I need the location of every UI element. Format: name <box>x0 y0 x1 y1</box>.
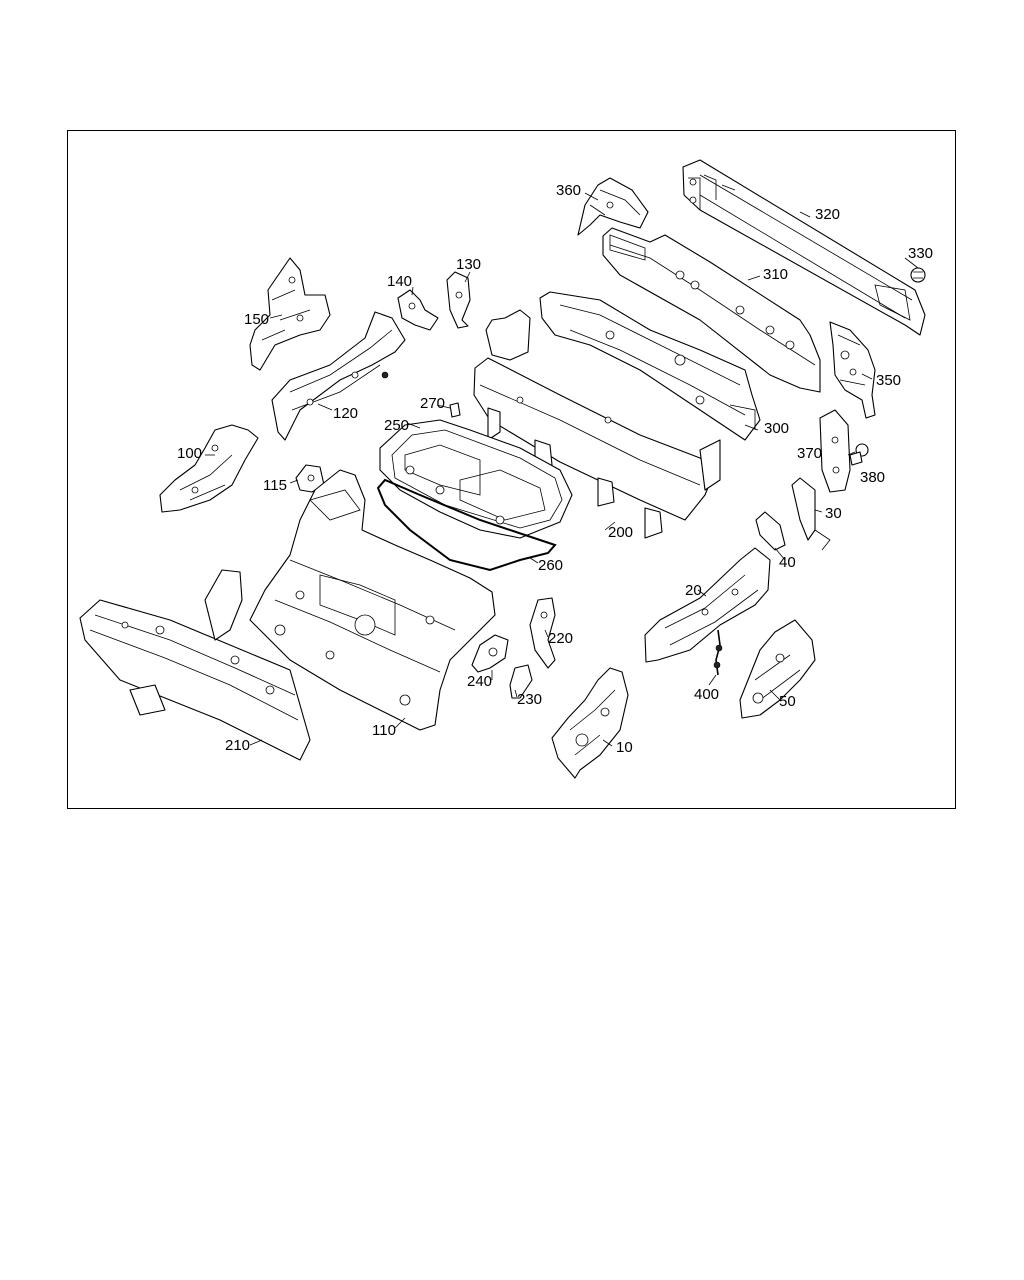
part-40-bracket[interactable] <box>755 511 786 551</box>
callout-50: 50 <box>779 693 796 710</box>
part-230-bracket[interactable] <box>509 664 533 699</box>
part-210-side-member[interactable] <box>79 569 311 761</box>
callout-300: 300 <box>764 420 789 437</box>
part-110-rear-floor[interactable] <box>249 469 496 731</box>
part-220-bracket[interactable] <box>529 597 556 669</box>
part-400-wiring[interactable] <box>713 629 723 676</box>
callout-115: 115 <box>263 477 287 494</box>
callout-380: 380 <box>860 469 885 486</box>
part-380-bolt[interactable] <box>849 443 869 466</box>
callout-370: 370 <box>797 445 822 462</box>
callout-250: 250 <box>384 417 409 434</box>
part-320-bumper-beam[interactable] <box>682 159 926 336</box>
part-150-pillar-bracket[interactable] <box>249 257 331 371</box>
callout-270: 270 <box>420 395 445 412</box>
diagram-frame <box>67 130 956 809</box>
callout-10: 10 <box>616 739 633 756</box>
part-100-rail-bracket[interactable] <box>159 424 259 513</box>
part-10-side-member[interactable] <box>551 667 629 779</box>
leader-lines <box>205 192 919 747</box>
part-130-bracket[interactable] <box>446 271 531 361</box>
callout-30: 30 <box>825 505 842 522</box>
callout-labels: 360 320 330 310 350 300 370 380 130 140 … <box>177 182 933 756</box>
part-360-corner-bracket[interactable] <box>577 177 649 236</box>
part-310-rear-panel-upper[interactable] <box>602 227 821 393</box>
part-115-small-bracket[interactable] <box>295 464 325 493</box>
callout-130: 130 <box>456 256 481 273</box>
callout-400: 400 <box>694 686 719 703</box>
callout-260: 260 <box>538 557 563 574</box>
part-350-side-bracket[interactable] <box>829 321 876 419</box>
callout-140: 140 <box>387 273 412 290</box>
part-120-side-rail[interactable] <box>271 311 406 441</box>
callout-310: 310 <box>763 266 788 283</box>
callout-150: 150 <box>244 311 269 328</box>
callout-360: 360 <box>556 182 581 199</box>
callout-20: 20 <box>685 582 702 599</box>
part-30-bracket[interactable] <box>791 477 831 551</box>
part-240-bracket[interactable] <box>471 634 509 673</box>
callout-120: 120 <box>333 405 358 422</box>
part-250-spare-wheel-well[interactable] <box>379 419 573 539</box>
part-140-bracket[interactable] <box>397 289 439 331</box>
callout-100: 100 <box>177 445 202 462</box>
callout-320: 320 <box>815 206 840 223</box>
part-260-seal[interactable] <box>376 478 557 572</box>
part-50-rear-bracket[interactable] <box>739 619 816 719</box>
callout-230: 230 <box>517 691 542 708</box>
callout-350: 350 <box>876 372 901 389</box>
callout-220: 220 <box>548 630 573 647</box>
callout-40: 40 <box>779 554 796 571</box>
callout-110: 110 <box>372 722 396 739</box>
part-330-bolt[interactable] <box>910 267 926 283</box>
callout-200: 200 <box>608 524 633 541</box>
part-270-clip[interactable] <box>449 402 461 418</box>
part-20-side-member[interactable] <box>644 547 771 663</box>
callout-330: 330 <box>908 245 933 262</box>
part-200-crossmember[interactable] <box>473 357 721 539</box>
part-300-crossmember[interactable] <box>539 291 761 441</box>
callout-240: 240 <box>467 673 492 690</box>
callout-210: 210 <box>225 737 250 754</box>
part-370-plate[interactable] <box>819 409 851 493</box>
